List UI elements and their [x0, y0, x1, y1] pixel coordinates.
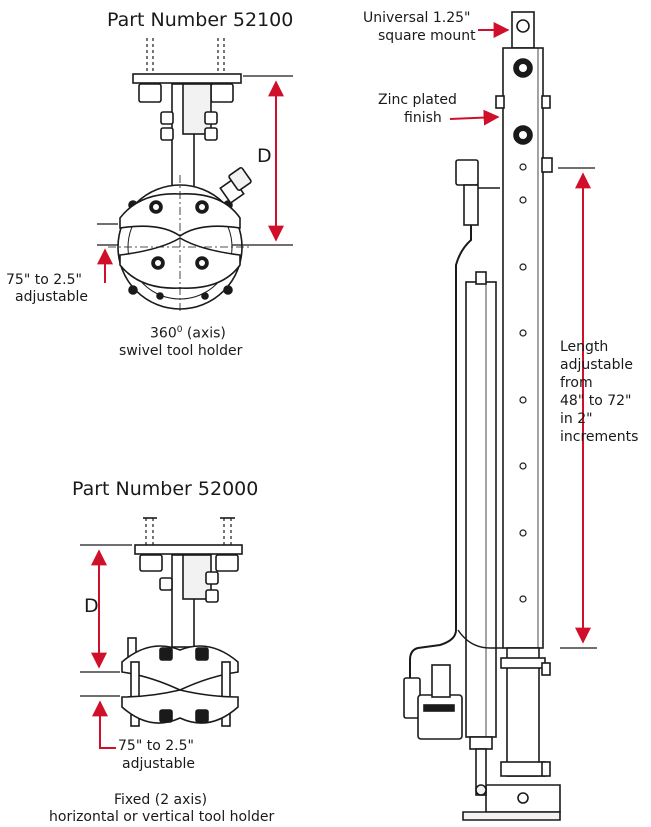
swivel-caption-line2: swivel tool holder [119, 343, 243, 359]
fixed-range-label-line2: adjustable [122, 756, 195, 772]
swivel-range-label-line2: adjustable [15, 289, 88, 305]
swivel-clamp-drawing [97, 38, 293, 312]
swivel-caption-degree: 0 [176, 325, 183, 335]
range-arrow-bottom [92, 700, 116, 749]
swivel-caption-axis: (axis) [182, 325, 226, 342]
fixed-range-label-line1: 75" to 2.5" [118, 738, 194, 754]
length-label-line: in 2" [560, 411, 593, 427]
telescoping-column-drawing [403, 11, 597, 821]
swivel-part-number-title: Part Number 52100 [107, 9, 294, 31]
fixed-clamp-drawing [80, 517, 243, 727]
mount-label-line2: square mount [378, 28, 476, 44]
swivel-range-label-line1: 75" to 2.5" [6, 272, 82, 288]
length-label-line: from [560, 375, 593, 391]
swivel-caption-line1: 3600 (axis) [150, 325, 226, 342]
fixed-caption-line1: Fixed (2 axis) [114, 792, 208, 808]
fixed-part-number-title: Part Number 52000 [72, 478, 259, 500]
length-label-line: increments [560, 429, 639, 445]
mount-label-line1: Universal 1.25" [363, 10, 471, 26]
fixed-dimension-label: D [84, 595, 99, 617]
swivel-caption-angle: 360 [150, 325, 177, 342]
fixed-caption-line2: horizontal or vertical tool holder [49, 809, 275, 825]
length-label-line: Length [560, 339, 609, 355]
length-label-line: adjustable [560, 357, 633, 373]
finish-label-line1: Zinc plated [378, 92, 457, 108]
length-label-line: 48" to 72" [560, 393, 632, 409]
length-label: Length adjustable from 48" to 72" in 2" … [560, 338, 638, 446]
finish-pointer-arrow [449, 109, 500, 126]
swivel-dimension-label: D [257, 145, 272, 167]
finish-label-line2: finish [404, 110, 442, 126]
